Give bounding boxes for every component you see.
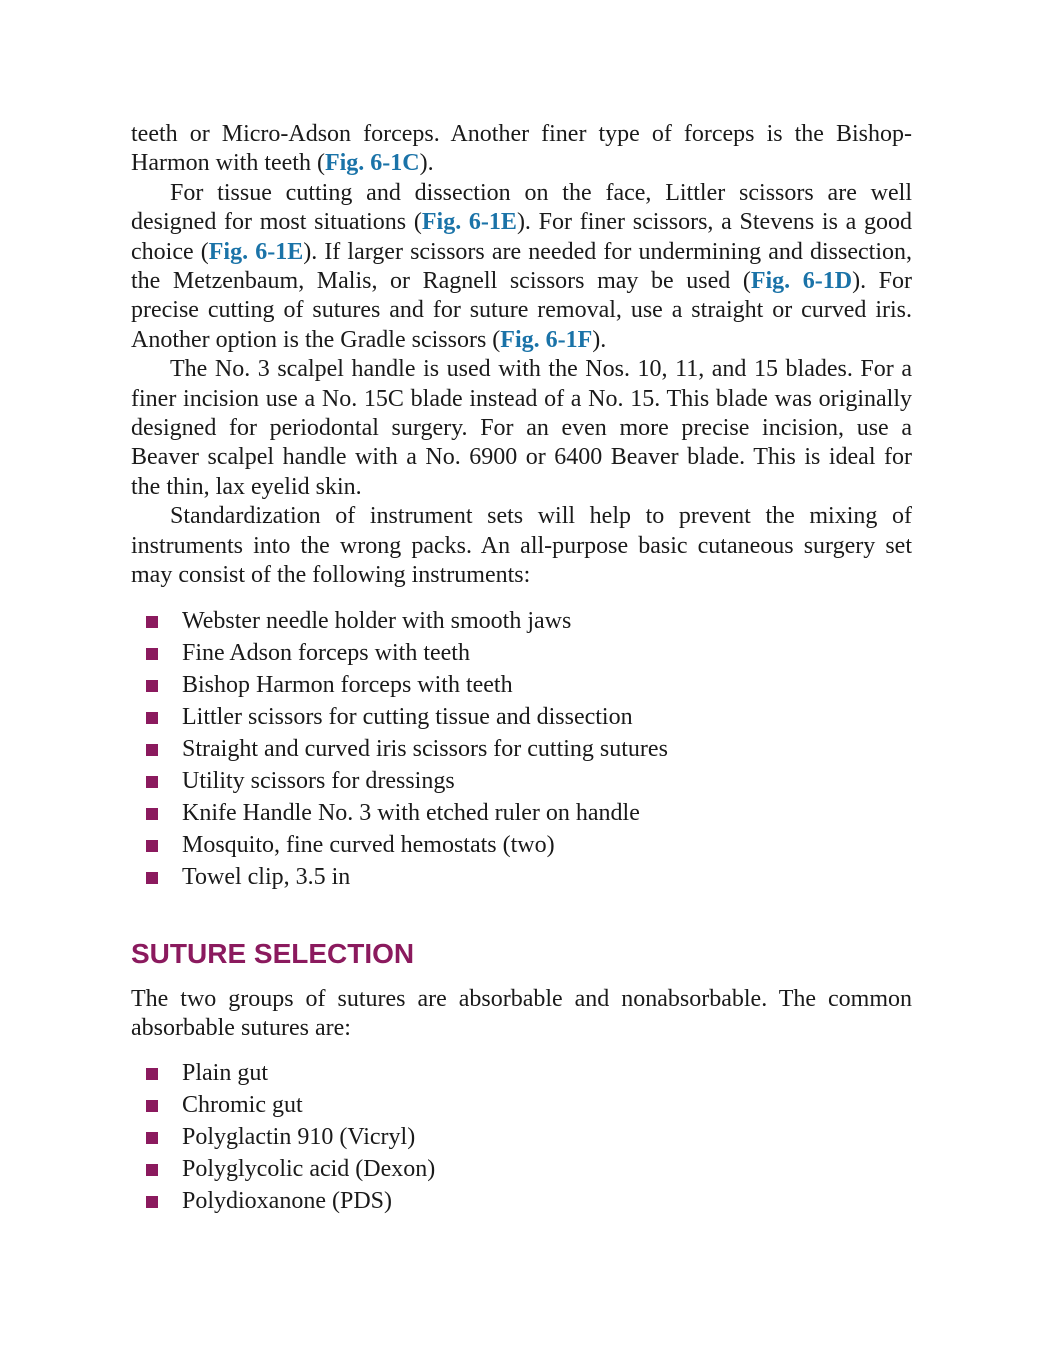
figure-reference-link[interactable]: Fig. 6-1C [324,150,420,177]
list-item: Bishop Harmon forceps with teeth [131,669,912,701]
list-item: Towel clip, 3.5 in [131,861,912,893]
list-item: Polydioxanone (PDS) [131,1185,912,1217]
list-item: Knife Handle No. 3 with etched ruler on … [131,797,912,829]
list-item: Fine Adson forceps with teeth [131,637,912,669]
list-item: Chromic gut [131,1089,912,1121]
paragraph-scissors: For tissue cutting and dissection on the… [131,179,913,353]
paragraph-scalpel: The No. 3 scalpel handle is used with th… [131,356,912,500]
figure-reference-link[interactable]: Fig. 6-1E [208,238,304,265]
list-item: Webster needle holder with smooth jaws [131,605,912,637]
list-item: Straight and curved iris scissors for cu… [131,733,912,765]
paragraph-forceps: teeth or Micro-Adson forceps. Another fi… [131,121,912,177]
square-bullet-icon [146,647,158,660]
paragraph-suture-intro: The two groups of sutures are absorbable… [131,985,912,1041]
document-page: teeth or Micro-Adson forceps. Another fi… [131,120,912,1217]
square-bullet-icon [146,1164,158,1177]
figure-reference-link[interactable]: Fig. 6-1F [500,326,593,353]
list-item: Utility scissors for dressings [131,765,912,797]
square-bullet-icon [146,807,158,820]
figure-reference-link[interactable]: Fig. 6-1E [421,209,517,236]
square-bullet-icon [146,775,158,788]
square-bullet-icon [146,871,158,884]
square-bullet-icon [146,615,158,628]
section-heading: SUTURE SELECTION [131,937,415,969]
square-bullet-icon [146,679,158,692]
paragraph-standardization: Standardization of instrument sets will … [131,503,912,589]
absorbable-suture-list: Plain gut Chromic gut Polyglactin 910 (V… [131,1057,912,1217]
list-item: Plain gut [131,1057,912,1089]
square-bullet-icon [146,1068,158,1081]
square-bullet-icon [146,743,158,756]
list-item: Polyglycolic acid (Dexon) [131,1153,912,1185]
list-item: Polyglactin 910 (Vicryl) [131,1121,912,1153]
square-bullet-icon [146,711,158,724]
figure-reference-link[interactable]: Fig. 6-1D [750,268,853,295]
list-item: Littler scissors for cutting tissue and … [131,701,912,733]
square-bullet-icon [146,1196,158,1209]
list-item: Mosquito, fine curved hemostats (two) [131,829,912,861]
square-bullet-icon [146,1132,158,1145]
instrument-list: Webster needle holder with smooth jaws F… [131,605,912,893]
square-bullet-icon [146,1100,158,1113]
square-bullet-icon [146,839,158,852]
